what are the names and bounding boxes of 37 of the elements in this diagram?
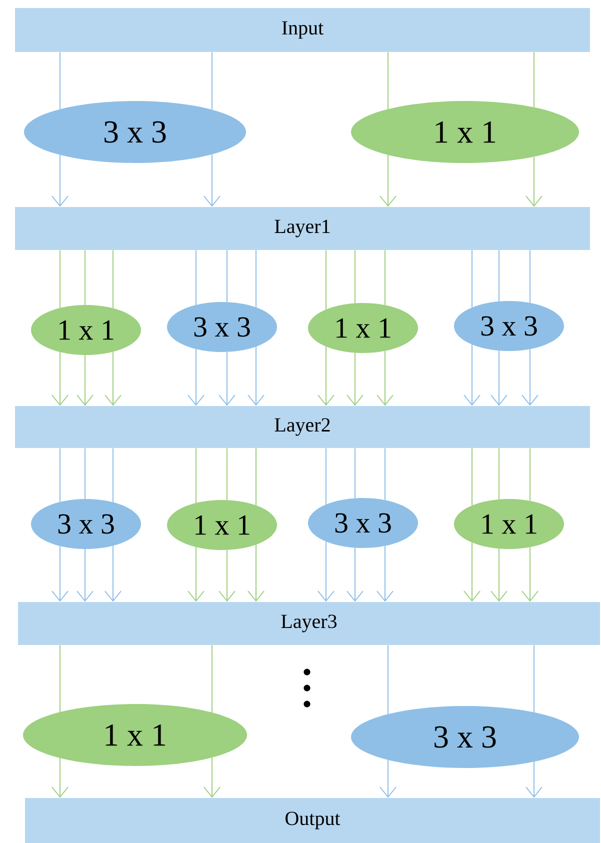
arrow	[204, 154, 220, 207]
arrow	[218, 549, 236, 602]
arrow	[526, 156, 542, 207]
layer-band: Output	[25, 798, 600, 843]
arrow	[52, 352, 68, 406]
arrow	[522, 348, 538, 406]
arrow	[522, 546, 538, 602]
arrow	[52, 546, 68, 602]
arrow	[380, 154, 396, 207]
arrow	[346, 352, 364, 406]
arrow	[464, 542, 480, 602]
layer-band: Layer1	[15, 207, 590, 250]
arrow	[248, 346, 264, 406]
arrow	[188, 348, 204, 406]
arrow	[346, 547, 364, 602]
arrow	[76, 548, 94, 602]
arrow	[376, 545, 394, 602]
arrow	[380, 759, 396, 798]
layer-band: Layer2	[15, 406, 590, 448]
arrow	[490, 548, 508, 602]
layer-band: Layer3	[18, 602, 600, 645]
arrow	[318, 541, 334, 602]
arrow	[104, 545, 122, 602]
arrow	[526, 761, 542, 798]
arrow	[318, 346, 334, 406]
arrow	[248, 544, 264, 602]
arrow	[464, 344, 480, 406]
arrow	[376, 350, 394, 406]
arrow	[204, 757, 220, 798]
arrow	[104, 351, 122, 406]
arrow	[490, 350, 508, 406]
arrow	[188, 546, 204, 602]
arrow	[76, 354, 94, 406]
arrow	[52, 758, 68, 798]
arrow	[52, 154, 68, 207]
layer-band: Input	[15, 8, 590, 52]
arrow	[218, 351, 236, 406]
